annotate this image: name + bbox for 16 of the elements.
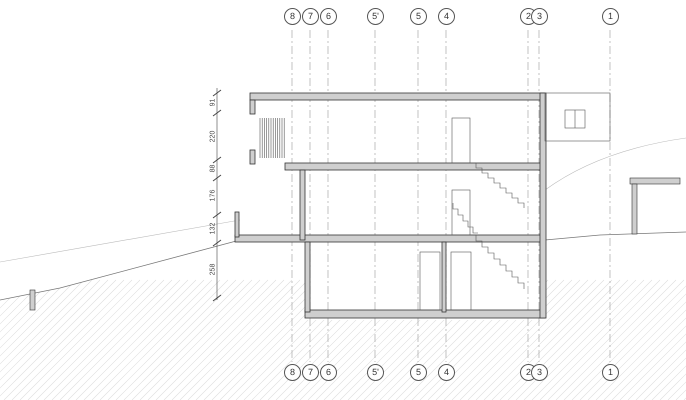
grid-axis-label: 3 <box>531 364 548 381</box>
grid-axis-label: 7 <box>302 8 319 25</box>
grid-axis-label: 1 <box>602 8 619 25</box>
grid-axis-label: 5 <box>410 8 427 25</box>
grid-axis-label: 6 <box>320 364 337 381</box>
grid-axis-label: 5 <box>410 364 427 381</box>
grid-axis-label: 5' <box>367 8 384 25</box>
grid-axis-label: 1 <box>602 364 619 381</box>
grid-axis-label: 6 <box>320 8 337 25</box>
grid-axis-label: 7 <box>302 364 319 381</box>
grid-axis-label: 8 <box>284 8 301 25</box>
grid-axis-label: 4 <box>438 364 455 381</box>
grid-axis-label: 8 <box>284 364 301 381</box>
grid-axis-label: 3 <box>531 8 548 25</box>
grid-axis-label: 4 <box>438 8 455 25</box>
grid-axis-label: 5' <box>367 364 384 381</box>
